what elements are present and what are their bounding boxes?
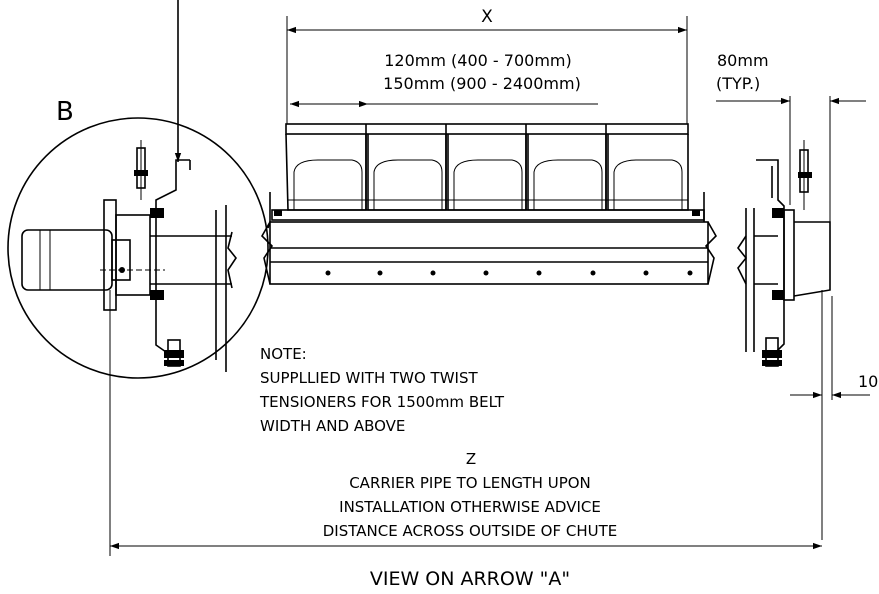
x-dimension-label: X [481,7,493,27]
pipe-holes [325,270,693,276]
note-line-2: TENSIONERS FOR 1500mm BELT [259,393,505,411]
z-note-line-1: CARRIER PIPE TO LENGTH UPON [349,474,591,492]
blade-segments [285,124,689,211]
detail-b-circle [7,117,269,379]
dimension-z [109,290,822,556]
dimension-offset [716,96,866,224]
z-dimension-label: Z [466,450,476,468]
detail-b-view [7,0,269,379]
blade-size-label-1: 120mm (400 - 700mm) [384,51,571,70]
offset-label-1: 80mm [717,51,769,70]
tensioner-body [21,229,113,291]
drawing-labels: X 120mm (400 - 700mm) 150mm (900 - 2400m… [56,7,878,590]
carrier-pipe [269,221,709,285]
right-end-cap [793,221,831,297]
blade-assembly [261,123,717,285]
mounting-bracket [155,159,190,353]
right-bracket [756,159,785,353]
view-title: VIEW ON ARROW "A" [370,568,570,590]
detail-b-label: B [56,97,74,127]
z-note-line-3: DISTANCE ACROSS OUTSIDE OF CHUTE [323,522,617,540]
offset-label-2: (TYP.) [716,74,760,93]
blade-size-label-2: 150mm (900 - 2400mm) [383,74,581,93]
note-line-1: SUPPLLIED WITH TWO TWIST [260,369,478,387]
dimension-x [286,16,688,124]
note-title: NOTE: [260,345,307,363]
z-note-line-2: INSTALLATION OTHERWISE ADVICE [339,498,601,516]
note-line-3: WIDTH AND ABOVE [260,417,405,435]
gap-label: 10 [858,372,878,391]
dimension-gap [790,290,870,540]
right-tensioner [737,140,831,367]
